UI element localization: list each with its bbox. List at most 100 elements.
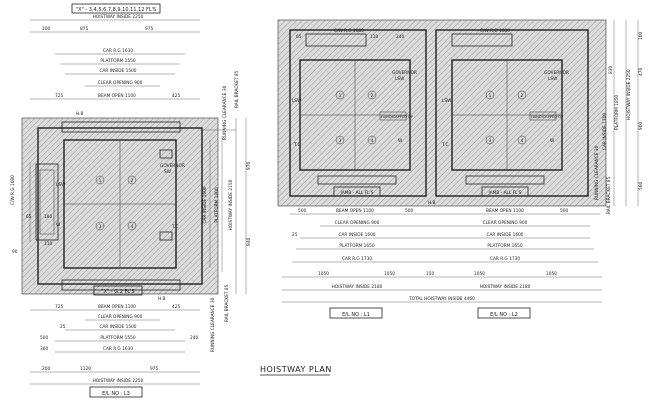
- cw-rg-l1-label: C/W R.G 1080: [334, 28, 364, 34]
- w-l1: W: [398, 138, 403, 144]
- w-label: W: [56, 222, 61, 228]
- door-sill-bottom: [61, 279, 181, 291]
- el-no-l2: E/L NO : L2: [490, 312, 518, 318]
- tc-l2: T.C: [441, 142, 448, 148]
- tc-right-label: T.C: [171, 224, 178, 230]
- v-car-inside: CAR INSIDE 1700: [602, 113, 608, 150]
- dim-500a: 500: [298, 208, 306, 214]
- jamb-l1: JAMB - ALL FL'S: [340, 190, 374, 196]
- car-panel-4: 4: [131, 224, 134, 230]
- rail-bracket-bottom: RAIL BRACKET 85: [224, 284, 230, 322]
- counterweight-l2: [451, 33, 513, 47]
- governor-label: GOVERNOR: [160, 163, 185, 169]
- drawing-title: HOISTWAY PLAN: [260, 365, 332, 374]
- lsw-l2-b: LSW: [548, 76, 558, 82]
- sill-l1: [317, 175, 397, 185]
- dim-500b: 500: [405, 208, 413, 214]
- v-470: 470: [638, 68, 644, 76]
- dim-975: 975: [145, 26, 153, 32]
- dim-1120: 1120: [80, 366, 91, 372]
- car-rg-l1: CAR R.G 1730: [342, 256, 372, 262]
- dim-1050d: 1050: [546, 271, 557, 277]
- left-plan: "X" - 3,4,5,6,7,8,9,10,11,12 FL'S HOISTW…: [10, 3, 252, 398]
- car-l2-panel-2: 2: [521, 93, 524, 99]
- tc-l1: T.C: [293, 142, 300, 148]
- floors-label-box: [71, 3, 161, 14]
- dim-500c: 500: [560, 208, 568, 214]
- car-l1-panel-4: 4: [371, 138, 374, 144]
- lsw-l1: LSW: [292, 98, 302, 104]
- car-rg-l2: CAR R.G 1730: [490, 256, 520, 262]
- dim-725: 725: [55, 93, 63, 99]
- dim-150: 150: [426, 271, 434, 277]
- dim-110-right: 110: [370, 34, 378, 40]
- hb-right: H.B: [428, 200, 436, 206]
- lsw-l1-b: LSW: [395, 76, 405, 82]
- car-panel-1-marker: [95, 175, 105, 185]
- hoistway-inside-side-label: HOISTWAY INSIDE 2150: [228, 179, 234, 230]
- platform-b-label: PLATFORM 1550: [100, 335, 135, 341]
- handicapped-op-l2: HANDICAPPED OP: [531, 115, 564, 119]
- car-inside-l2: CAR INSIDE 1600: [486, 232, 523, 238]
- dim-875: 875: [80, 26, 88, 32]
- jamb-l2-box: [481, 186, 529, 197]
- right-plan: C/W R.G 1080 C/W R.G 1080 65 110 240 1 2…: [277, 19, 644, 319]
- dim-975b: 975: [150, 366, 158, 372]
- car-panel-3-marker: [95, 221, 105, 231]
- beam-open-b-label: BEAM OPEN 1100: [98, 304, 136, 310]
- cw-rg-l2-label: C/W R.G 1080: [480, 28, 510, 34]
- v-platform: PLATFORM 1850: [614, 95, 620, 130]
- clear-opening-label: CLEAR OPENING 900: [98, 80, 143, 86]
- rail-bracket-top: RAIL BRACKET 85: [234, 70, 240, 108]
- platform-label: PLATFORM 1550: [100, 58, 135, 64]
- rail-right: [159, 149, 173, 159]
- car-l1-panel-1: 1: [339, 93, 342, 99]
- rail-right-lower: [159, 231, 173, 241]
- beam-open-l2: BEAM OPEN 1100: [486, 208, 524, 214]
- dim-1050a: 1050: [318, 271, 329, 277]
- dim-90: 90: [12, 249, 18, 255]
- el-no-l3-box: [89, 386, 143, 398]
- car-panel-1: 1: [99, 178, 102, 184]
- hoistway-inside-l1: HOISTWAY INSIDE 2180: [332, 284, 383, 290]
- floor-g2-label: "X" - G.2 FL'S: [101, 289, 134, 295]
- counterweight-frame: [35, 163, 59, 241]
- el-no-l2-box: [477, 307, 531, 319]
- el-no-l1-box: [329, 307, 383, 319]
- dim-425: 425: [172, 93, 180, 99]
- platform-l2: PLATFORM 1650: [487, 243, 522, 249]
- hoistway-inside-l2: HOISTWAY INSIDE 2180: [480, 284, 531, 290]
- running-clearance-bottom: RUNNING CLEARANCE 30: [210, 297, 216, 352]
- car-rg-label: CAR R.G 1630: [103, 48, 133, 54]
- cw-rg-label: C/W R.G 1080: [10, 175, 16, 205]
- car-l2-panel-4: 4: [521, 138, 524, 144]
- beam-open-label: BEAM OPEN 1100: [98, 93, 136, 99]
- v-560: 560: [638, 182, 644, 190]
- dim-25: 25: [60, 324, 66, 330]
- counterweight-l1: [305, 33, 367, 47]
- dim-425b: 425: [172, 304, 180, 310]
- clear-opening-l1: CLEAR OPENING 900: [335, 220, 380, 226]
- jamb-l2: JAMB - ALL FL'S: [488, 190, 522, 196]
- car-l1-panel-3: 3: [339, 138, 342, 144]
- v-830: 830: [608, 66, 614, 74]
- floor-g2-box: [93, 285, 143, 296]
- clear-opening-b-label: CLEAR OPENING 900: [98, 314, 143, 320]
- platform-l1: PLATFORM 1650: [339, 243, 374, 249]
- hb-bottom-label: H.B: [158, 296, 166, 302]
- dim-180: 180: [44, 214, 52, 220]
- v-rail-bracket: RAIL BRACKET 85: [606, 176, 612, 214]
- w-l2: W: [550, 138, 555, 144]
- hoistway-inner: [37, 127, 203, 285]
- hoistway-inside-top-label: HOISTWAY INSIDE 2250: [93, 14, 144, 20]
- dim-240-right: 240: [396, 34, 404, 40]
- dim-200: 200: [42, 366, 50, 372]
- car-inside-side-label: CAR INSIDE 1600: [202, 186, 208, 223]
- governor-l2: GOVERNOR: [544, 70, 569, 76]
- v-running-clearance: RUNNING CLEARANCE 30: [594, 145, 600, 200]
- platform-side-label: PLATFORM 1800: [214, 187, 220, 222]
- dim-65-right: 65: [296, 34, 302, 40]
- dim-725b: 725: [55, 304, 63, 310]
- el-no-l3: E/L NO : L3: [102, 391, 130, 397]
